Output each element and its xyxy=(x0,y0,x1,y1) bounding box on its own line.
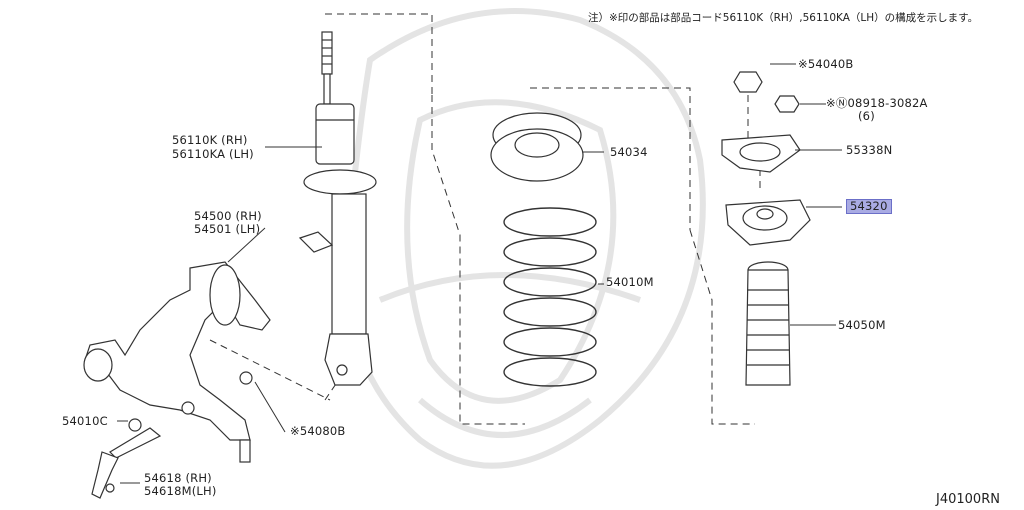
label-nut-bolt[interactable]: ※Ⓝ08918-3082A xyxy=(826,96,928,110)
diagram-code: J40100RN xyxy=(936,492,1000,507)
label-nut-top[interactable]: ※54040B xyxy=(798,57,854,71)
label-seat[interactable]: 55338N xyxy=(846,143,893,157)
spring-seat xyxy=(721,134,801,173)
label-shock-lh[interactable]: 56110KA (LH) xyxy=(172,147,254,161)
watermark-emblem xyxy=(343,8,706,469)
label-bolt[interactable]: 54010C xyxy=(62,414,108,428)
mount-nuts xyxy=(733,71,800,113)
label-link-rh[interactable]: 54618 (RH) xyxy=(144,471,212,485)
leader-lines xyxy=(117,63,842,484)
spring-insulator xyxy=(490,112,584,182)
label-bump-boot[interactable]: 54050M xyxy=(838,318,886,332)
label-insulator[interactable]: 54034 xyxy=(610,145,648,159)
label-link-lh[interactable]: 54618M(LH) xyxy=(144,484,217,498)
label-nut-low[interactable]: ※54080B xyxy=(290,424,346,438)
label-knuckle-lh[interactable]: 54501 (LH) xyxy=(194,222,261,236)
strut-mount xyxy=(725,199,811,246)
dashed-guides xyxy=(209,13,761,425)
steering-knuckle xyxy=(83,261,271,463)
coil-spring xyxy=(503,207,597,387)
label-spring[interactable]: 54010M xyxy=(606,275,654,289)
bump-boot xyxy=(745,261,791,386)
label-knuckle-rh[interactable]: 54500 (RH) xyxy=(194,209,262,223)
shock-absorber xyxy=(298,31,377,386)
label-mount-highlighted[interactable]: 54320 xyxy=(846,199,892,214)
header-note: 注）※印の部品は部品コード56110K（RH）,56110KA（LH）の構成を示… xyxy=(588,12,979,24)
bolt-and-link xyxy=(91,418,162,499)
label-nut-qty: (6) xyxy=(858,109,875,123)
label-shock-rh[interactable]: 56110K (RH) xyxy=(172,133,248,147)
